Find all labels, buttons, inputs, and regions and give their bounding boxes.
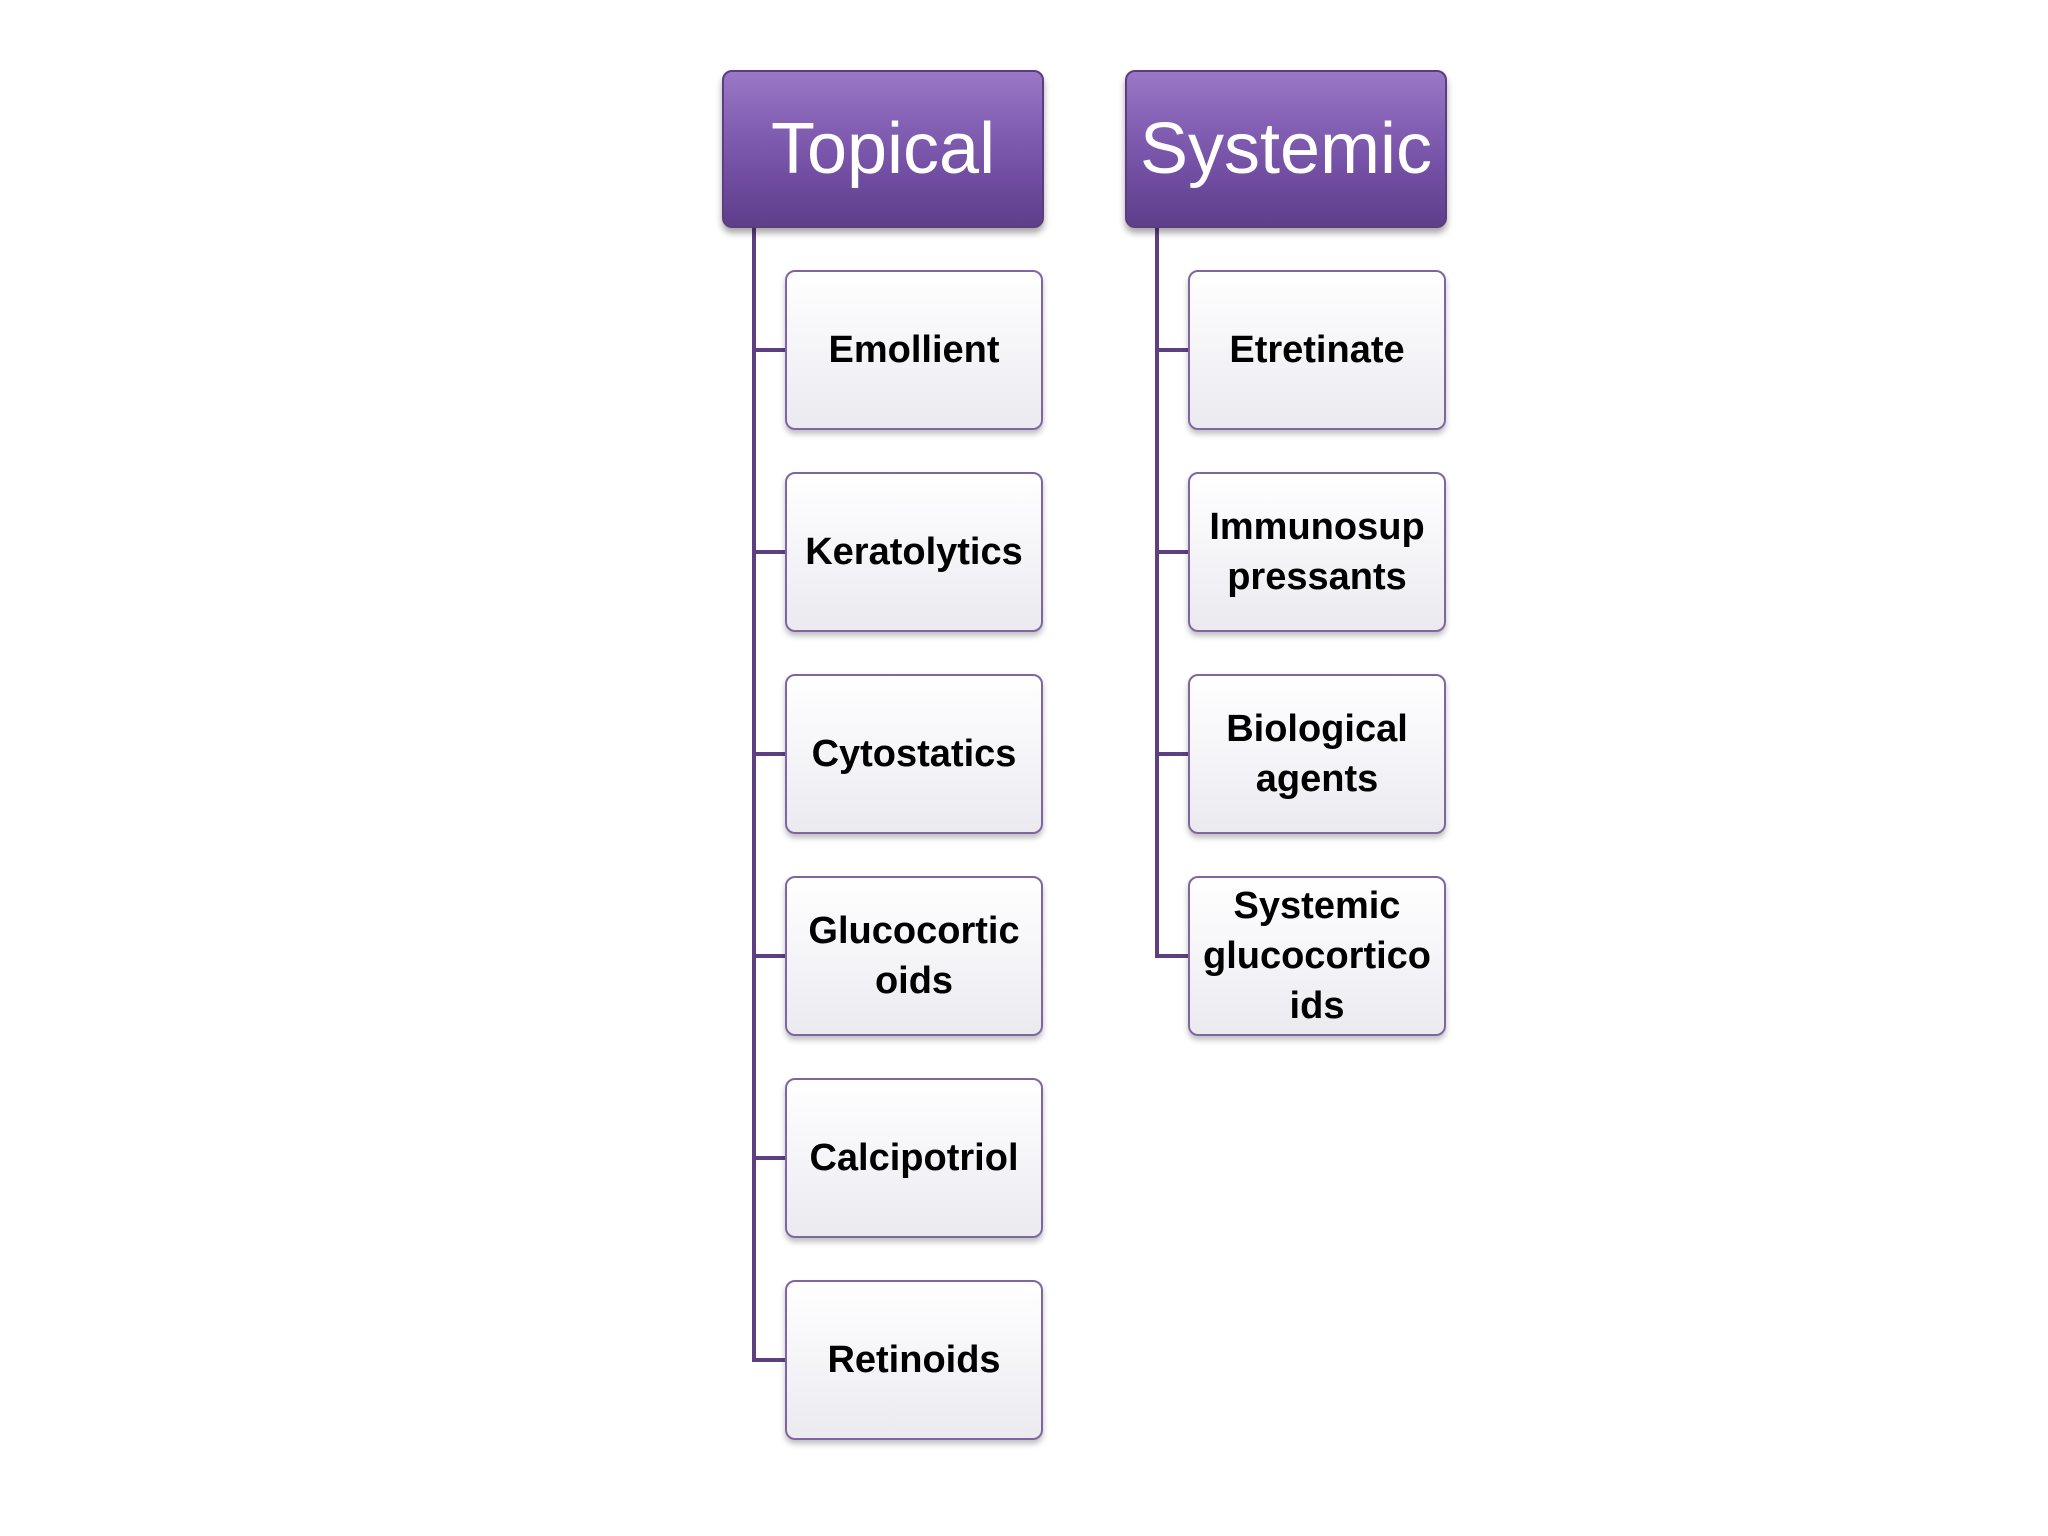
topical-item-glucocorticoids: Glucocortic oids: [785, 876, 1043, 1036]
systemic-item-etretinate: Etretinate: [1188, 270, 1446, 430]
systemic-item-immunosuppressants: Immunosup pressants: [1188, 472, 1446, 632]
topical-item-keratolytics: Keratolytics: [785, 472, 1043, 632]
systemic-item-biological-agents: Biological agents: [1188, 674, 1446, 834]
systemic-item-systemic-glucocorticoids: Systemic glucocortico ids: [1188, 876, 1446, 1036]
group-header-topical: Topical: [722, 70, 1044, 228]
group-header-systemic: Systemic: [1125, 70, 1447, 228]
topical-item-calcipotriol: Calcipotriol: [785, 1078, 1043, 1238]
topical-item-emollient: Emollient: [785, 270, 1043, 430]
topical-item-cytostatics: Cytostatics: [785, 674, 1043, 834]
topical-item-retinoids: Retinoids: [785, 1280, 1043, 1440]
